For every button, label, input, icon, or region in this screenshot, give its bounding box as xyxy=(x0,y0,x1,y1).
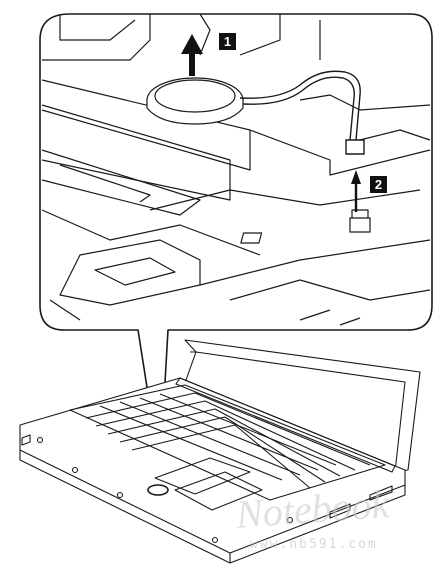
battery-location-marker xyxy=(147,484,169,496)
watermark: Notebook www.nb591.com xyxy=(234,481,392,552)
lift-arrow-battery xyxy=(181,34,203,76)
step-badge-1: 1 xyxy=(219,33,236,50)
keyboard xyxy=(69,384,386,501)
zoom-callout xyxy=(39,13,433,471)
cable-connector xyxy=(345,139,365,155)
svg-text:1: 1 xyxy=(224,34,231,49)
watermark-logo: Notebook xyxy=(234,481,392,537)
coin-battery xyxy=(146,77,244,125)
battery-cable xyxy=(239,70,361,141)
touchpad xyxy=(174,471,263,511)
svg-text:2: 2 xyxy=(375,177,382,192)
laptop-illustration xyxy=(19,339,421,564)
lift-arrow-connector xyxy=(351,170,361,212)
step-badge-2: 2 xyxy=(370,176,387,193)
watermark-url: www.nb591.com xyxy=(250,537,378,552)
